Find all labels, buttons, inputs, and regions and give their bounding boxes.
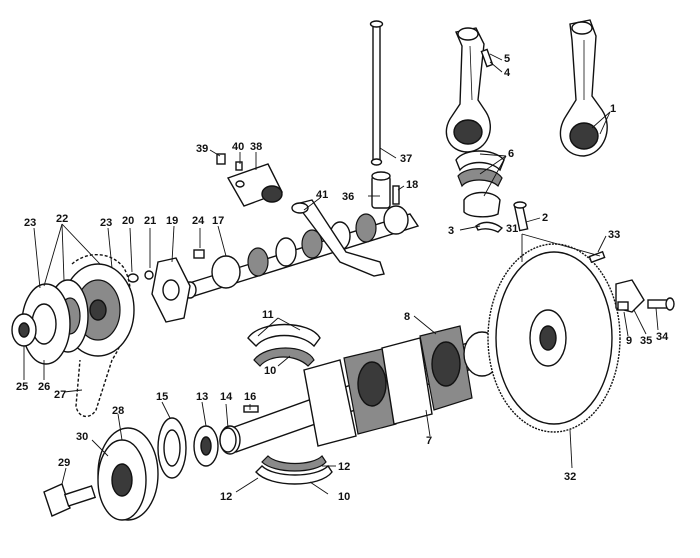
callout-32: 32	[564, 471, 576, 483]
callout-23-right: 23	[100, 217, 112, 229]
cam-bolt-and-washer	[127, 249, 205, 283]
callout-13: 13	[196, 391, 208, 403]
callout-15: 15	[156, 391, 168, 403]
callout-7: 7	[426, 435, 432, 447]
callout-36: 36	[342, 191, 354, 203]
callout-30: 30	[76, 431, 88, 443]
callout-33: 33	[608, 229, 620, 241]
leader-lines	[23, 53, 659, 495]
camshaft-locating-plate	[151, 257, 191, 323]
callout-2: 2	[542, 212, 548, 224]
callout-22: 22	[56, 213, 68, 225]
callout-10-upper: 10	[264, 365, 276, 377]
callout-5: 5	[504, 53, 510, 65]
main-bearing-shells-lower	[255, 455, 333, 485]
crank-pulley	[97, 427, 159, 521]
distributor-drive-gear	[291, 199, 385, 277]
callout-41: 41	[316, 189, 328, 201]
callout-39: 39	[196, 143, 208, 155]
callout-34: 34	[656, 331, 669, 343]
crankshaft	[219, 325, 501, 455]
callout-6: 6	[508, 148, 514, 160]
flywheel-lock-plate-and-bolt	[588, 250, 675, 313]
crank-nut	[11, 313, 37, 347]
callout-29: 29	[58, 457, 70, 469]
callout-4: 4	[504, 67, 511, 79]
connecting-rod-rear	[559, 19, 608, 157]
callout-labels: 1 2 3 4 5 6 7 8 9 10 10 11 12 12 13 14 1…	[16, 53, 669, 503]
small-end-bolt	[480, 48, 494, 68]
crank-timing-sprocket	[193, 425, 219, 467]
callout-18: 18	[406, 179, 418, 191]
callout-9: 9	[626, 335, 632, 347]
callout-38: 38	[250, 141, 262, 153]
callout-10-lower: 10	[338, 491, 350, 503]
callout-25: 25	[16, 381, 28, 393]
callout-35: 35	[640, 335, 652, 347]
callout-26: 26	[38, 381, 50, 393]
rod-bolt	[513, 201, 529, 232]
callout-1: 1	[610, 103, 616, 115]
camshaft	[183, 205, 420, 299]
callout-28: 28	[112, 405, 124, 417]
oil-thrower-ring	[21, 283, 71, 365]
callout-27: 27	[54, 389, 66, 401]
callout-17: 17	[212, 215, 224, 227]
big-end-shells	[455, 150, 505, 218]
callout-20: 20	[122, 215, 134, 227]
callout-11: 11	[262, 309, 274, 321]
lock-tab	[475, 221, 504, 233]
tacho-drive-housing	[216, 153, 283, 207]
callout-37: 37	[400, 153, 412, 165]
callout-3: 3	[448, 225, 454, 237]
tappet-and-pin	[371, 171, 400, 209]
main-bearing-shells-upper	[247, 323, 321, 367]
callout-12-left: 12	[220, 491, 232, 503]
callout-14: 14	[220, 391, 233, 403]
connecting-rod-front	[445, 27, 491, 153]
callout-16: 16	[244, 391, 256, 403]
callout-21: 21	[144, 215, 156, 227]
callout-31: 31	[506, 223, 518, 235]
callout-19: 19	[166, 215, 178, 227]
callout-40: 40	[232, 141, 244, 153]
push-rod	[369, 20, 384, 166]
flywheel	[487, 243, 621, 433]
callout-12-right: 12	[338, 461, 350, 473]
crank-oil-seal-ring	[157, 417, 187, 479]
callout-8: 8	[404, 311, 410, 323]
pulley-bolt	[43, 483, 97, 517]
callout-24: 24	[192, 215, 205, 227]
callout-23-left: 23	[24, 217, 36, 229]
